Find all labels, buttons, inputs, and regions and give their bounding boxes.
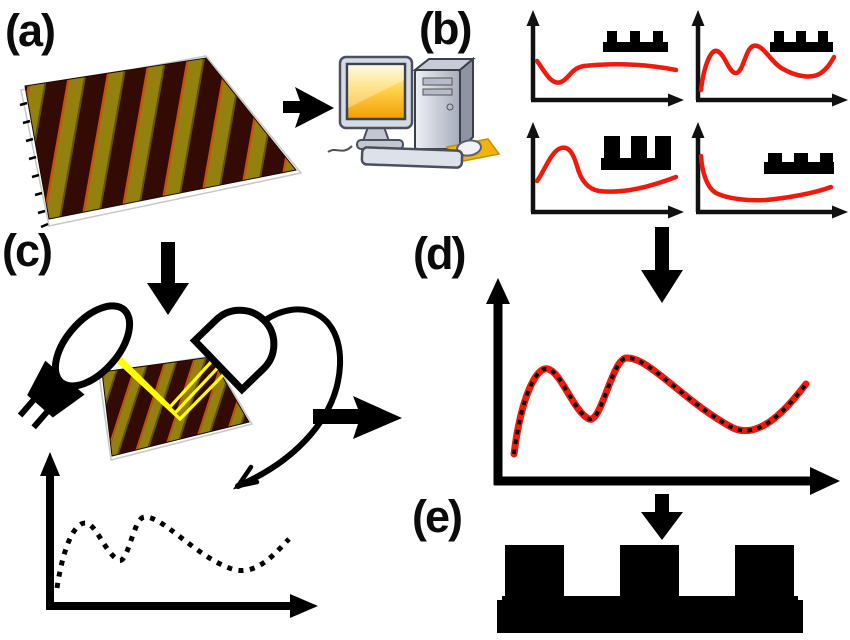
light-rays	[99, 337, 234, 422]
panel-c-plot	[40, 452, 318, 618]
response-curve	[534, 145, 679, 194]
detector-wire	[235, 306, 344, 489]
grating-icon	[603, 31, 668, 52]
subplot-top-right	[691, 10, 848, 107]
screen-gloss	[348, 65, 404, 108]
light-source	[17, 302, 134, 430]
panel-b-plots	[526, 10, 848, 219]
panel-e-grating-profile	[497, 545, 803, 633]
axes	[691, 122, 848, 219]
axes	[526, 10, 684, 107]
measured-spectrum-dotted	[54, 514, 291, 589]
arrow-a-to-c	[147, 242, 189, 315]
axes	[40, 452, 318, 618]
response-curve	[698, 43, 837, 93]
computer-illustration	[327, 55, 501, 169]
computer-tower	[412, 56, 476, 152]
sample-edge-ticks	[19, 101, 49, 229]
fitted-spectrum-red	[510, 354, 810, 458]
panel-b-label: (b)	[419, 3, 472, 54]
tower-power-button	[446, 103, 454, 111]
monitor	[338, 55, 414, 150]
tower-drive-bay	[422, 77, 453, 86]
sample-surface-afm	[24, 57, 297, 220]
arrow-b-to-d	[641, 227, 683, 303]
arrow-d-to-e	[641, 494, 683, 540]
arrow-a-to-computer	[283, 87, 334, 128]
axes	[691, 10, 848, 107]
response-curve	[698, 153, 834, 203]
grating-icon-tall	[601, 136, 671, 170]
monitor-screen	[345, 62, 407, 121]
panel-a-sample	[19, 55, 303, 229]
panel-d-label: (d)	[413, 228, 466, 279]
wire-arrowhead	[232, 464, 260, 490]
panel-c-label: (c)	[2, 225, 53, 276]
axes	[526, 122, 684, 219]
tower-drive-bay	[422, 88, 453, 96]
subplot-top-left	[526, 10, 684, 107]
fitted-spectrum-dash-overlay	[512, 356, 808, 455]
panel-c-setup	[17, 302, 344, 490]
grating-icon-short	[764, 153, 834, 174]
axes	[486, 278, 840, 495]
subplot-bottom-left	[526, 122, 684, 219]
grating-icon	[770, 31, 833, 52]
response-curve	[534, 58, 679, 85]
panel-e-label: (e)	[412, 491, 463, 542]
subplot-bottom-right	[691, 122, 848, 219]
panel-a-label: (a)	[5, 5, 56, 56]
arrow-c-to-d	[313, 396, 402, 439]
keyboard	[360, 146, 464, 169]
panel-d-plot	[486, 278, 840, 495]
